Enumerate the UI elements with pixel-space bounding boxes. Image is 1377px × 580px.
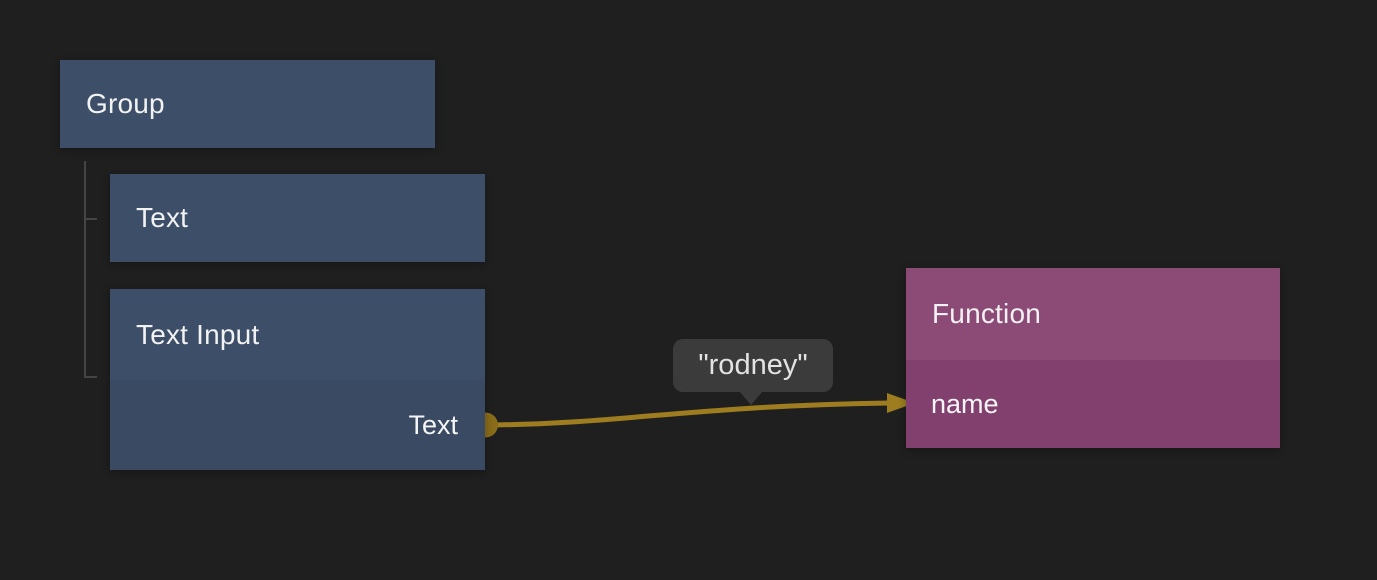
node-group[interactable]: Group [60,60,435,148]
node-group-title: Group [86,88,165,119]
input-port-row: name [906,360,1280,448]
node-text-title: Text [136,202,189,233]
tooltip-pointer-icon [739,391,763,405]
tree-branch-lines [84,161,97,378]
input-port-label: name [931,388,999,419]
node-text-input[interactable]: Text Input Text [110,289,485,470]
cable-value-text: "rodney" [698,349,808,381]
node-function-title: Function [906,268,1280,360]
output-port-label: Text [408,409,458,440]
node-function[interactable]: Function name [906,268,1280,448]
connection-cable[interactable] [485,400,893,428]
output-port-row: Text [110,380,485,470]
node-text-input-title: Text Input [110,289,485,380]
node-text[interactable]: Text [110,174,485,262]
cable-value-tooltip: "rodney" [673,339,833,392]
